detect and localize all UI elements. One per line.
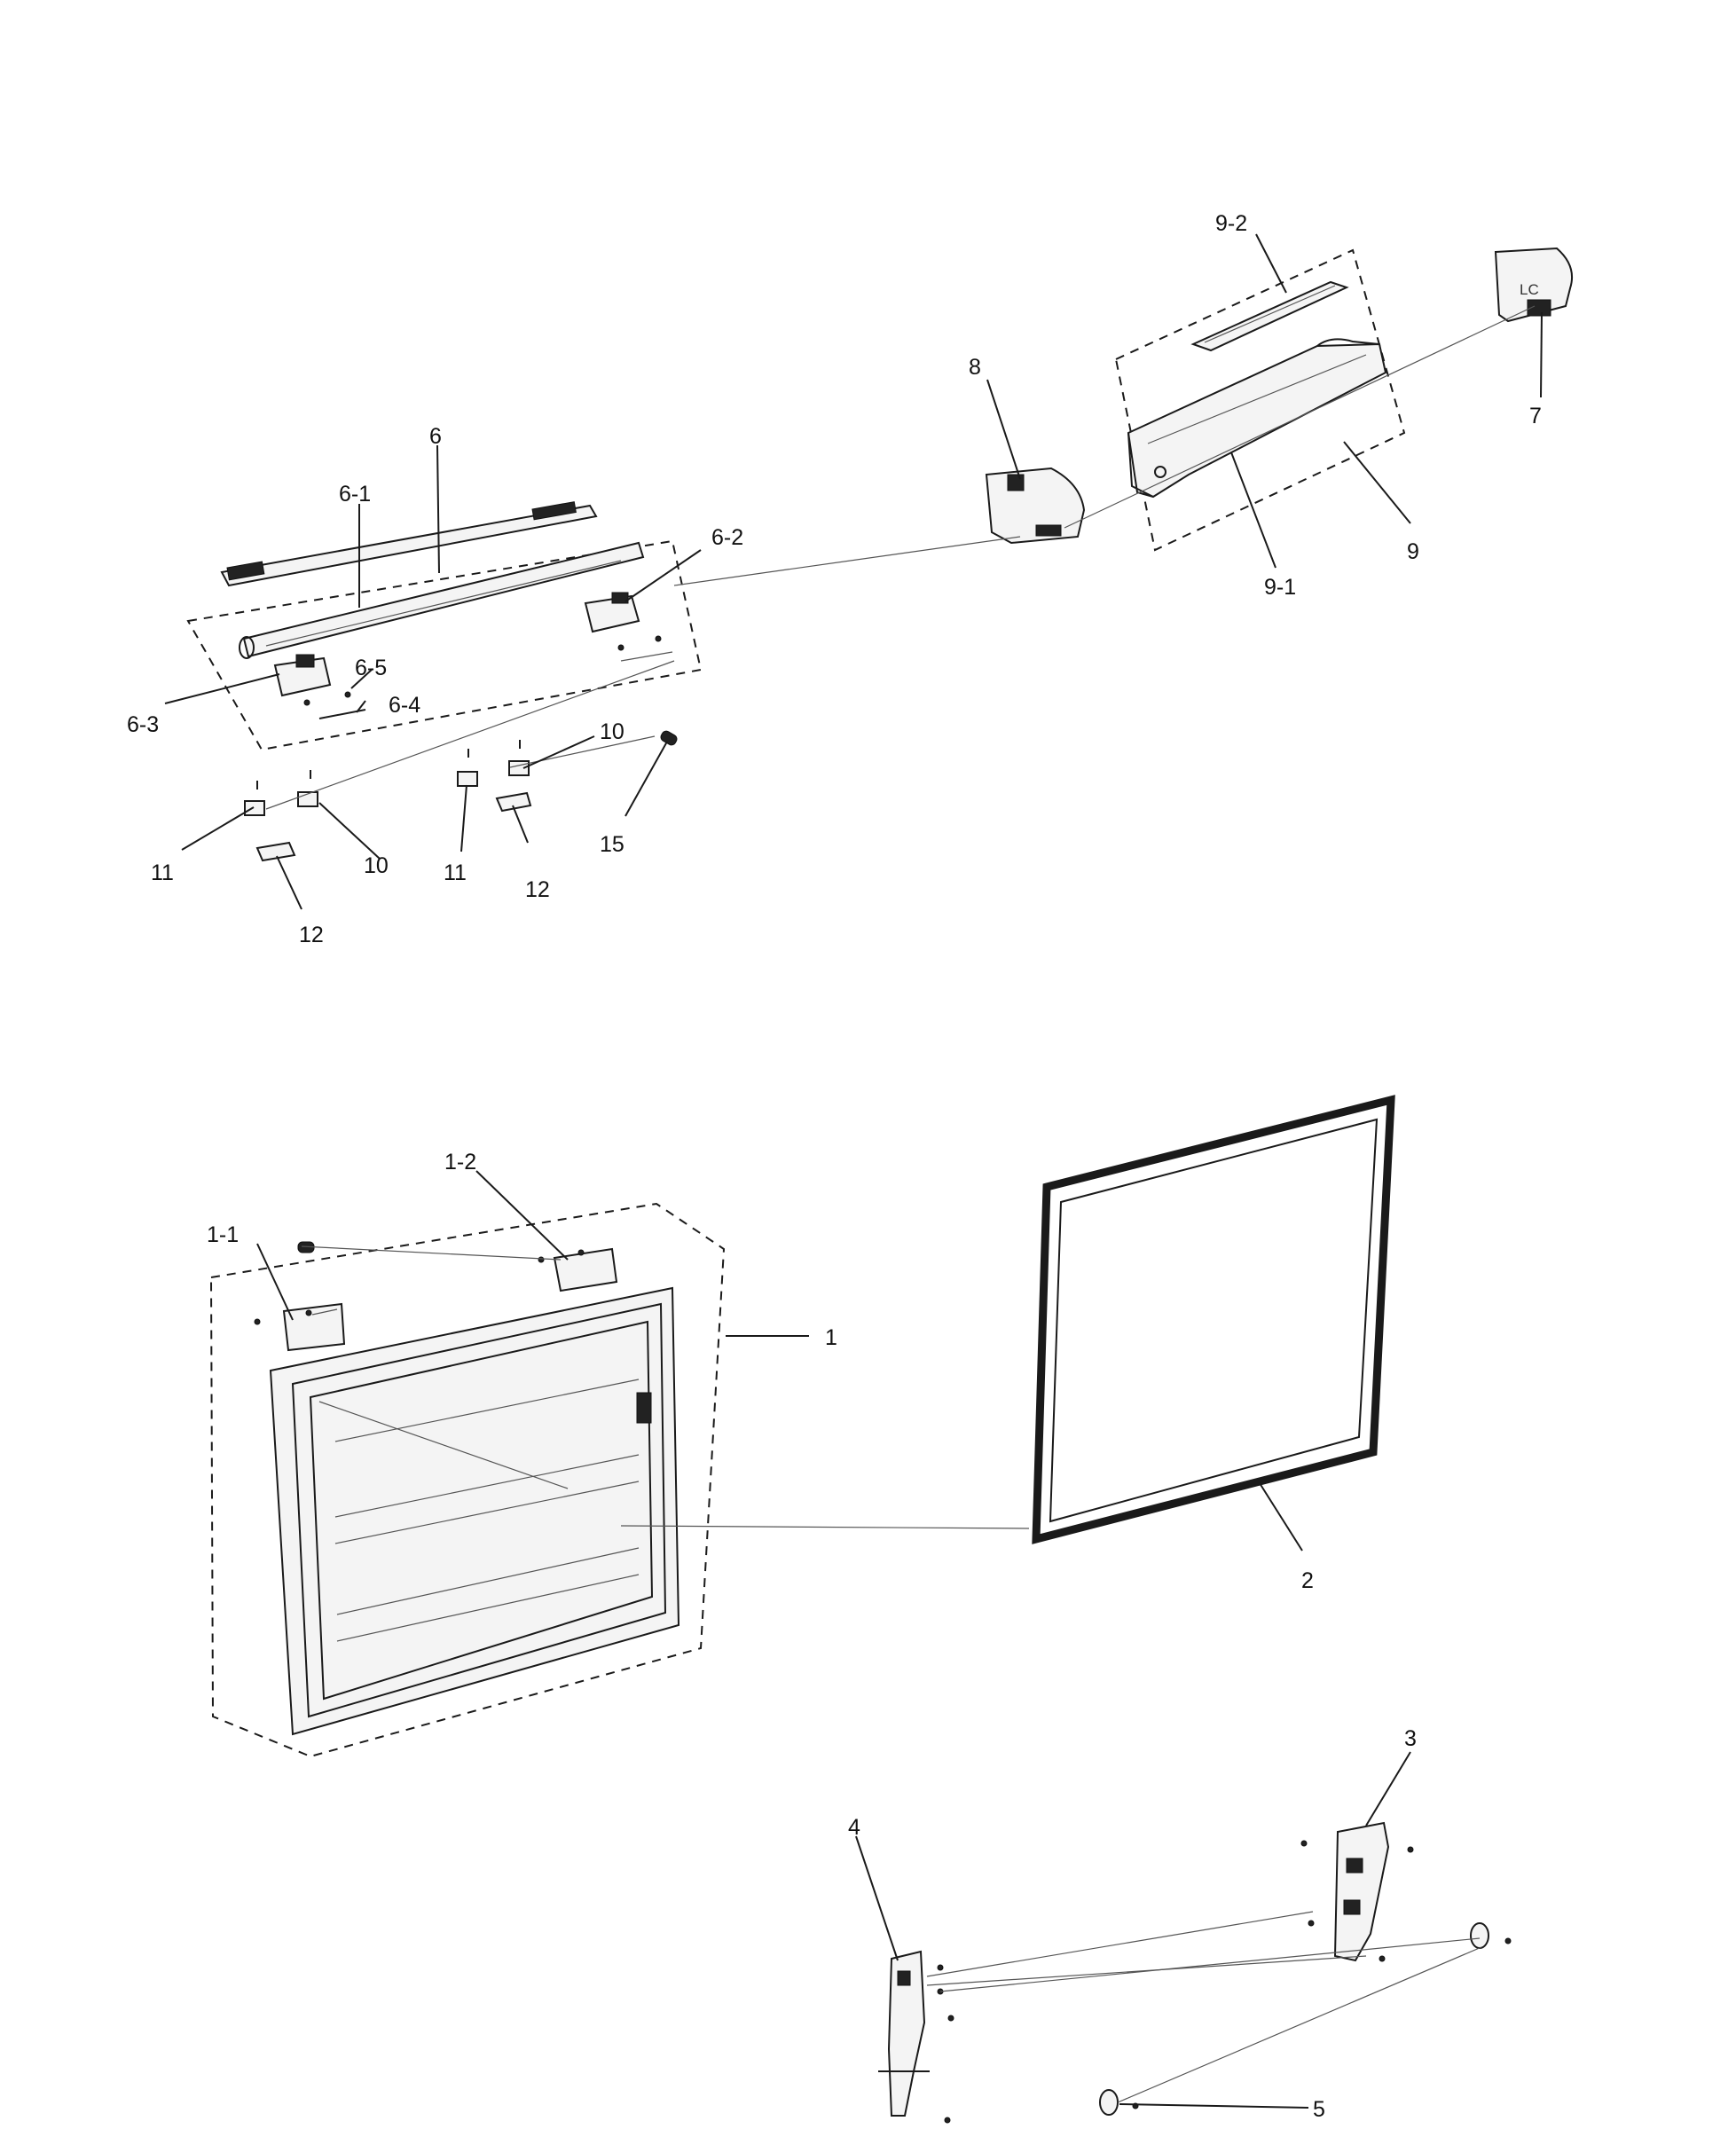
label-5: 5 (1313, 2097, 1325, 2122)
label-4: 4 (848, 1815, 860, 1840)
part-labels: 9-2 7 8 9 9-1 6 6-1 6-2 6-5 6-4 6-3 10 1… (127, 211, 1542, 2122)
cover-lettering: LC (1520, 281, 1539, 298)
hinge-bracket-3 (1300, 1821, 1414, 1962)
label-9-2: 9-2 (1215, 211, 1247, 236)
hinge-bracket-4 (878, 1950, 954, 2124)
label-1-2: 1-2 (444, 1150, 476, 1174)
label-10-left: 10 (364, 853, 389, 878)
label-10-right: 10 (600, 719, 624, 744)
gasket-2 (1032, 1095, 1395, 1544)
bracket-1-2 (553, 1247, 618, 1292)
label-1-1: 1-1 (207, 1222, 239, 1247)
door-assembly-boundary (209, 1202, 726, 1758)
label-6-1: 6-1 (339, 482, 371, 507)
label-6-2: 6-2 (711, 525, 743, 550)
door-1 (269, 1286, 680, 1736)
label-9: 9 (1407, 539, 1419, 564)
door-assembly (209, 1202, 726, 1758)
label-11-left: 11 (151, 860, 174, 885)
label-12-right: 12 (525, 877, 550, 902)
basket-cover-9-2 (1190, 280, 1349, 352)
assembly-lines (265, 305, 1536, 2103)
bar-assembly (186, 501, 703, 751)
side-cover-7: LC (1494, 247, 1574, 323)
label-6-5: 6-5 (355, 656, 387, 680)
label-6: 6 (429, 424, 442, 449)
clip-parts (244, 730, 678, 862)
top-bar-6 (220, 504, 598, 587)
basket-assembly (1114, 248, 1406, 552)
label-12-left: 12 (299, 923, 324, 947)
bar-assembly-boundary (186, 539, 703, 751)
basket-9 (1127, 342, 1387, 499)
label-7: 7 (1529, 404, 1542, 428)
label-11-right: 11 (444, 860, 467, 885)
label-6-3: 6-3 (127, 712, 159, 737)
label-15: 15 (600, 832, 624, 857)
bracket-8 (985, 467, 1086, 545)
label-2: 2 (1301, 1568, 1314, 1593)
label-9-1: 9-1 (1264, 575, 1296, 600)
label-3: 3 (1404, 1726, 1417, 1751)
bracket-1-1 (282, 1302, 346, 1352)
label-8: 8 (969, 355, 981, 380)
leader-lines (164, 233, 1543, 2109)
label-1: 1 (825, 1325, 837, 1350)
label-6-4: 6-4 (389, 693, 420, 718)
spacer-5 (1099, 1922, 1512, 2116)
